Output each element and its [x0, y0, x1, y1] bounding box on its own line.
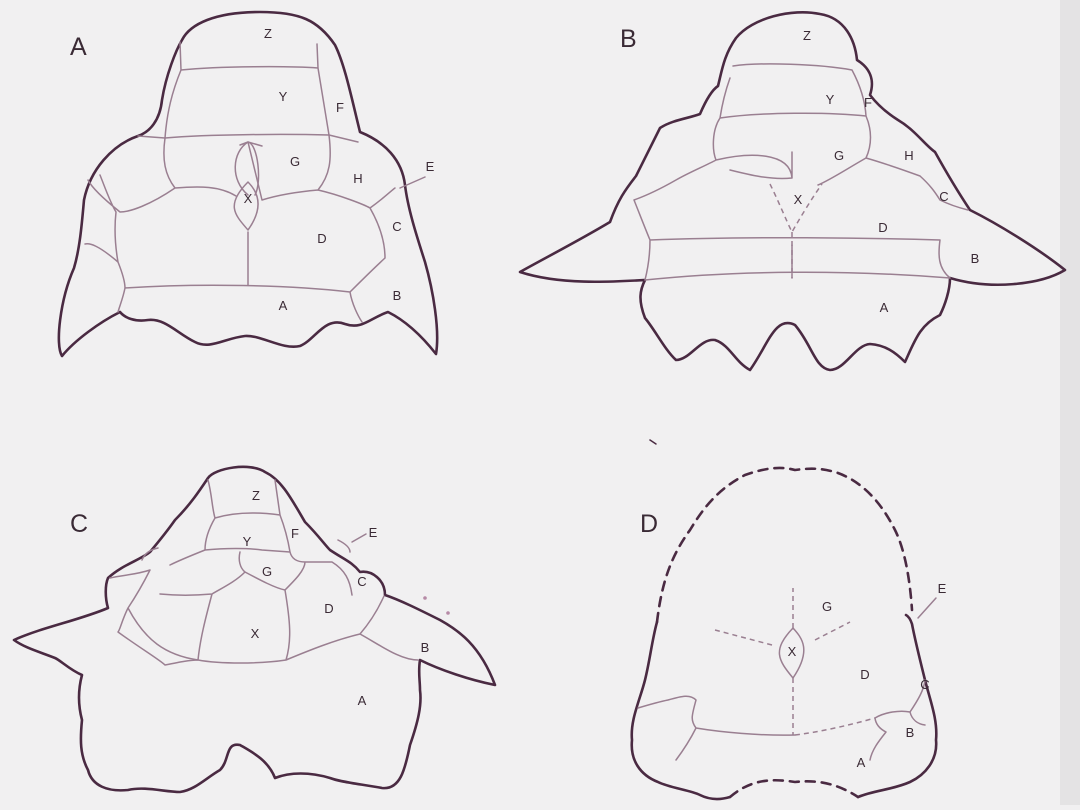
panel-a-plate-z: Z	[264, 26, 272, 41]
panel-label-d: D	[640, 510, 658, 538]
panel-b-plate-h: H	[904, 148, 913, 163]
panel-c-plate-g: G	[262, 564, 272, 579]
panel-d-plate-d: D	[860, 667, 869, 682]
panel-c-plate-y: Y	[243, 534, 252, 549]
panel-d-e-leader	[918, 598, 936, 618]
panel-b-plate-y: Y	[826, 92, 835, 107]
panel-a-plate-x: X	[244, 191, 253, 206]
panel-c-plate-b: B	[421, 640, 430, 655]
panel-d-plate-g: G	[822, 599, 832, 614]
panel-a-plate-h: H	[353, 171, 362, 186]
panel-d-plate-b: B	[906, 725, 915, 740]
panel-label-c: C	[70, 510, 88, 538]
panel-d-plate-e: E	[938, 581, 947, 596]
panel-d-plate-x: X	[788, 644, 797, 659]
panel-a-plate-f: F	[336, 100, 344, 115]
panel-b-plate-a: A	[880, 300, 889, 315]
panel-b-plate-b: B	[971, 251, 980, 266]
panel-d-outline-dashed-top	[657, 468, 912, 622]
panel-c-plate-e: E	[369, 525, 378, 540]
panel-a: A Z Y F G X H E D C A B	[59, 12, 437, 356]
panel-d-plate-c: C	[920, 677, 929, 692]
panel-d-sutures	[638, 680, 925, 760]
panel-a-plate-g: G	[290, 154, 300, 169]
panel-c-speck-2	[446, 611, 450, 615]
panel-a-inner-sutures	[85, 135, 395, 322]
panel-a-x-plate	[234, 182, 258, 230]
panel-label-a: A	[70, 33, 87, 61]
panel-label-b: B	[620, 25, 637, 53]
panel-a-plate-e: E	[426, 159, 435, 174]
panel-b-plate-x: X	[794, 192, 803, 207]
panel-c: C Z E Y F G C D X B A	[14, 467, 495, 792]
panel-d-plate-a: A	[857, 755, 866, 770]
panel-d: D E G X D C B A	[632, 440, 947, 799]
panel-c-plate-c: C	[357, 574, 366, 589]
panel-b-plate-c: C	[939, 189, 948, 204]
panel-c-plate-a: A	[358, 693, 367, 708]
panel-b-plate-z: Z	[803, 28, 811, 43]
panel-a-plate-a: A	[279, 298, 288, 313]
panel-c-speck-1	[423, 596, 427, 600]
panel-d-outline	[632, 615, 937, 799]
panel-c-plate-x: X	[251, 626, 260, 641]
panel-a-plate-b: B	[393, 288, 402, 303]
panel-b-plate-g: G	[834, 148, 844, 163]
panel-c-plate-d: D	[324, 601, 333, 616]
panel-b-plate-d: D	[878, 220, 887, 235]
panel-a-outline	[59, 12, 437, 356]
panel-a-plate-c: C	[392, 219, 401, 234]
panel-a-plate-d: D	[317, 231, 326, 246]
panel-d-outline-dashed-bottom	[730, 780, 858, 797]
panel-d-dashed-sutures	[715, 588, 875, 735]
panel-b-sutures	[634, 64, 968, 280]
page-edge-shade	[1060, 0, 1080, 805]
panel-a-plate-y: Y	[279, 89, 288, 104]
stray-mark	[650, 440, 656, 444]
panel-c-plate-z: Z	[252, 488, 260, 503]
panel-b: B Z Y F G H X C D B A	[520, 12, 1065, 370]
panel-b-plate-f: F	[864, 95, 872, 110]
panel-c-e-leader	[352, 534, 366, 542]
panel-b-outline	[520, 12, 1065, 370]
panel-c-plate-f: F	[291, 526, 299, 541]
